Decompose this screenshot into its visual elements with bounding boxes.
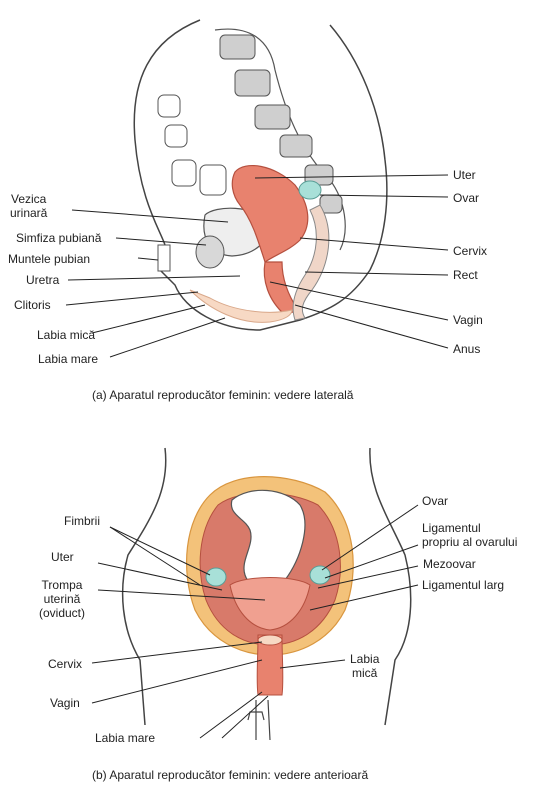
label-cervix-b: Cervix <box>48 657 83 671</box>
label-cervix-a: Cervix <box>453 244 488 258</box>
cervix-anterior-shape <box>257 634 283 646</box>
label-fimbrii: Fimbrii <box>64 514 100 528</box>
label-uter-b: Uter <box>51 550 74 564</box>
thigh-lines <box>247 699 271 741</box>
label-trompa-uterina: Trompa uterină (oviduct) <box>39 578 86 620</box>
label-ligamentul-propriu: Ligamentul propriu al ovarului <box>422 521 518 549</box>
vulva-skin-shape <box>189 289 293 323</box>
body-outline-anterior <box>121 447 412 726</box>
leader-lines-a <box>65 174 449 358</box>
ovary-shape <box>298 180 322 200</box>
pubic-symphysis-shape <box>195 235 225 269</box>
label-simfiza-pubiana: Simfiza pubiană <box>16 231 102 245</box>
leader-lines-b <box>91 504 419 739</box>
uterus-anterior-shape <box>229 577 311 631</box>
label-uter-a: Uter <box>453 168 476 182</box>
spine <box>214 28 346 251</box>
mons-pubis-shape <box>157 244 171 272</box>
pelvic-bone <box>157 94 227 196</box>
label-ovar-b: Ovar <box>422 494 449 508</box>
label-vagin-a: Vagin <box>453 313 483 327</box>
label-muntele-pubian: Muntele pubian <box>8 252 91 266</box>
caption-figure-b: (b) Aparatul reproducător feminin: veder… <box>92 768 369 782</box>
label-vagin-b: Vagin <box>50 696 80 710</box>
label-uretra: Uretra <box>26 273 60 287</box>
label-ovar-a: Ovar <box>453 191 480 205</box>
label-labia-mica-a: Labia mică <box>37 328 96 342</box>
label-vezica-urinara: Vezica urinară <box>10 192 48 220</box>
label-anus: Anus <box>453 342 481 356</box>
label-rect: Rect <box>453 268 478 282</box>
label-labia-mare-b: Labia mare <box>95 731 156 745</box>
label-mezoovar: Mezoovar <box>423 557 476 571</box>
body-outline-lateral <box>133 19 388 331</box>
rectum-shape <box>292 204 330 321</box>
label-ligamentul-larg: Ligamentul larg <box>422 578 505 592</box>
caption-figure-a: (a) Aparatul reproducător feminin: veder… <box>92 388 354 402</box>
label-clitoris: Clitoris <box>14 298 51 312</box>
vagina-anterior-shape <box>256 634 284 696</box>
ovary-left-shape <box>205 567 227 587</box>
label-labia-mare-a: Labia mare <box>38 352 99 366</box>
label-labia-mica-b: Labia mică <box>350 652 380 680</box>
ovary-right-shape <box>309 565 331 585</box>
